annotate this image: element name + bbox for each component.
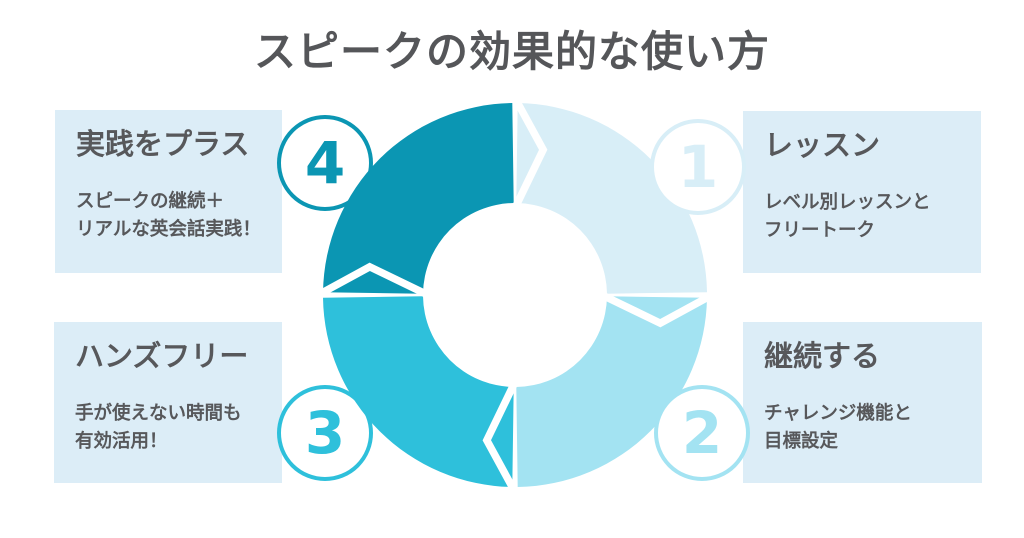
step-2-number: 2 [681, 399, 723, 467]
step-3-desc-line-1: 手が使えない時間も [75, 403, 242, 425]
step-1-desc-line-1: レベル別レッスンと [764, 192, 931, 214]
step-number-badge-3: 3 [277, 385, 373, 481]
card-step-3: ハンズフリー 手が使えない時間も 有効活用！ [54, 322, 282, 483]
step-1-desc-line-2: フリートーク [764, 219, 876, 241]
flow-arrow-into-step-1 [511, 96, 548, 210]
step-3-label: ハンズフリー [75, 339, 249, 373]
step-2-label: 継続する [764, 339, 881, 373]
step-4-description: スピークの継続＋ リアルな英会話実践！ [76, 188, 261, 243]
step-number-badge-1: 1 [650, 119, 746, 215]
page-title: スピークの効果的な使い方 [253, 27, 770, 76]
flow-arrow-into-step-2 [600, 291, 714, 328]
step-1-number: 1 [677, 133, 719, 201]
step-1-description: レベル別レッスンと フリートーク [764, 189, 960, 244]
step-2-description: チャレンジ機能と 目標設定 [764, 400, 961, 455]
step-3-number: 3 [304, 399, 346, 467]
card-step-1: レッスン レベル別レッスンと フリートーク [743, 111, 981, 273]
step-4-number: 4 [304, 129, 346, 197]
step-number-badge-2: 2 [654, 385, 750, 481]
step-1-label: レッスン [764, 128, 881, 162]
step-number-badge-4: 4 [277, 115, 373, 211]
step-2-desc-line-2: 目標設定 [764, 430, 839, 452]
step-2-desc-line-1: チャレンジ機能と [764, 403, 912, 425]
flow-arrow-into-step-4 [316, 262, 430, 299]
flow-arrow-into-step-3 [482, 380, 519, 494]
card-step-2: 継続する チャレンジ機能と 目標設定 [743, 322, 982, 483]
card-step-4: 実践をプラス スピークの継続＋ リアルな英会話実践！ [55, 110, 282, 273]
step-4-label: 実践をプラス [76, 127, 250, 161]
step-3-description: 手が使えない時間も 有効活用！ [75, 400, 261, 455]
step-3-desc-line-2: 有効活用！ [75, 430, 168, 452]
step-4-desc-line-1: スピークの継続＋ [76, 191, 225, 213]
step-4-desc-line-2: リアルな英会話実践！ [76, 218, 261, 240]
